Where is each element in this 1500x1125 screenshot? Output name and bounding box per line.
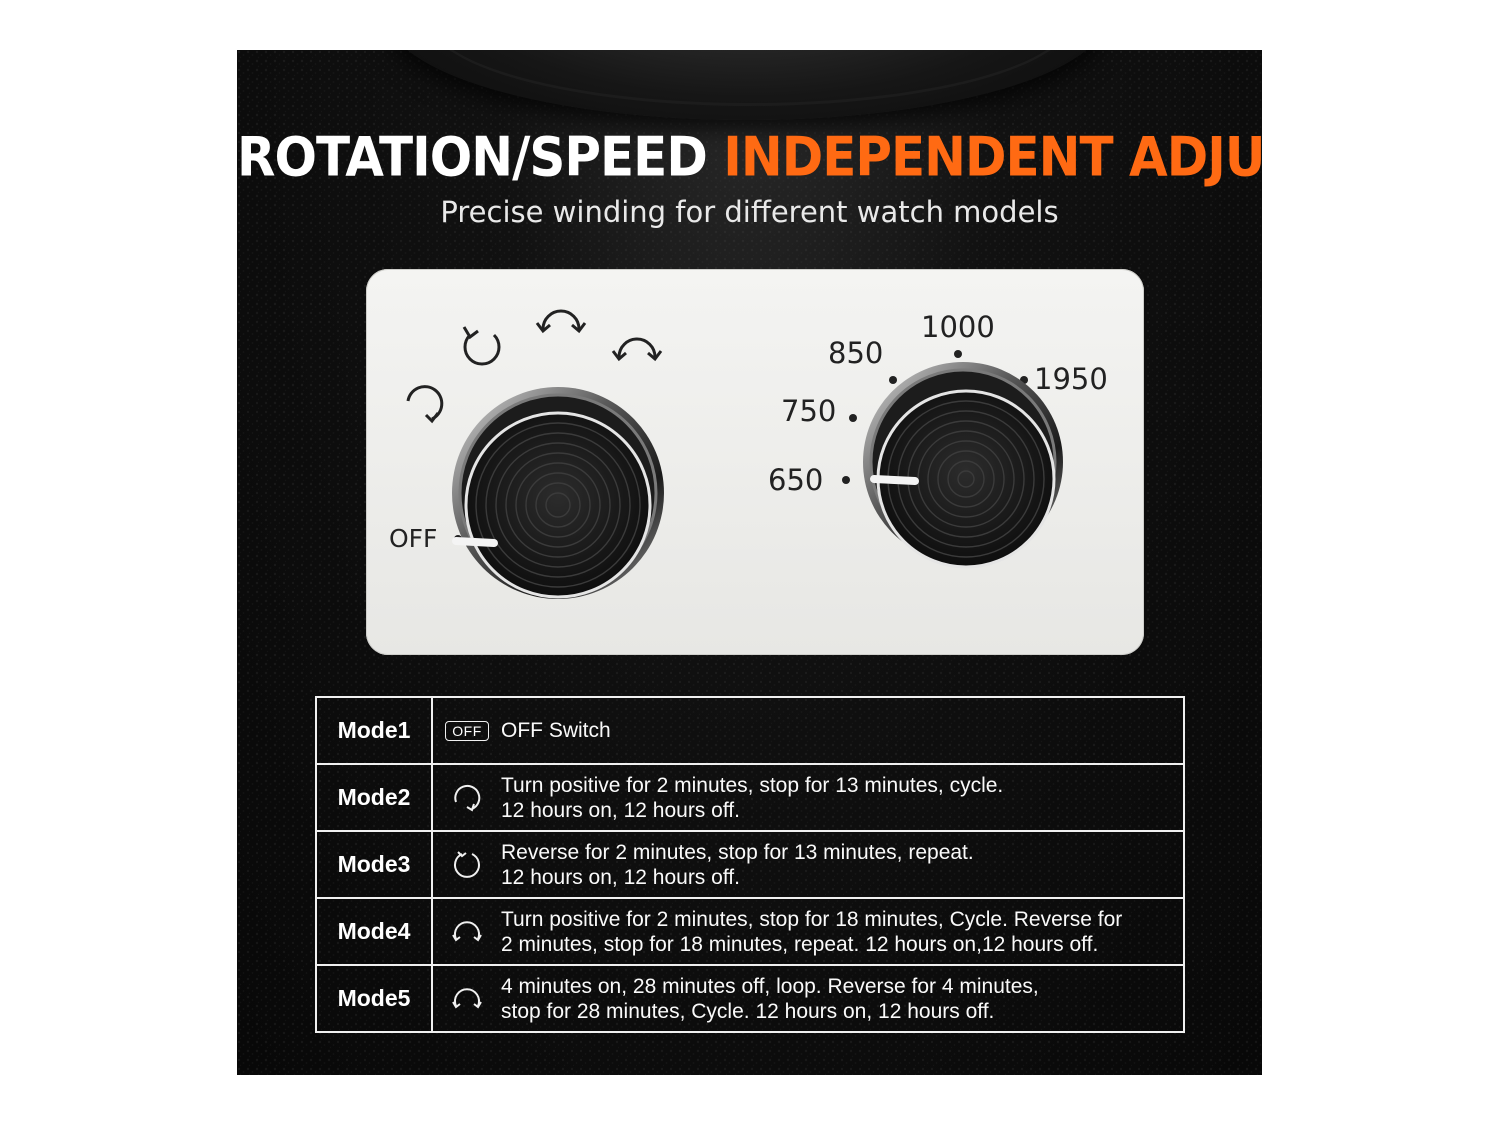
table-row: Mode1 OFF OFF Switch xyxy=(315,696,1185,765)
product-panel: ROTATION/SPEED INDEPENDENT ADJUSTMENT Pr… xyxy=(237,50,1262,1075)
speed-knob-indicator xyxy=(870,475,919,485)
table-row: Mode2 Turn positive for 2 minutes, stop … xyxy=(315,763,1185,832)
mode-description: 4 minutes on, 28 minutes off, loop. Reve… xyxy=(431,964,1185,1033)
mode-description-line: Reverse for 2 minutes, stop for 13 minut… xyxy=(501,840,974,864)
speed-dial[interactable]: 650 750 850 1000 1950 xyxy=(768,310,1108,569)
clockwise-rotation-icon xyxy=(454,784,481,811)
headline-part2: INDEPENDENT ADJUSTMENT xyxy=(723,125,1262,189)
table-row: Mode3 Reverse for 2 minutes, stop for 13… xyxy=(315,830,1185,899)
mode-description-line: 12 hours on, 12 hours off. xyxy=(501,798,740,822)
mode-name: Mode5 xyxy=(315,964,433,1033)
mode2-clockwise-icon xyxy=(406,385,444,424)
mode-description-line: Turn positive for 2 minutes, stop for 18… xyxy=(501,907,1123,931)
speed-label-750: 750 xyxy=(781,394,836,428)
off-badge-icon: OFF xyxy=(445,720,489,741)
mode5-bidirectional-icon xyxy=(611,337,663,362)
mode-name: Mode3 xyxy=(315,830,433,899)
mode-description-line: 12 hours on, 12 hours off. xyxy=(501,865,740,889)
mode-description: Turn positive for 2 minutes, stop for 13… xyxy=(431,763,1185,832)
mode3-counterclockwise-icon xyxy=(462,326,501,366)
subtitle: Precise winding for different watch mode… xyxy=(440,195,1059,229)
mode-dial[interactable]: OFF xyxy=(389,309,664,599)
mode4-bidirectional-icon xyxy=(535,309,587,334)
off-label: OFF xyxy=(389,524,437,553)
mode-description-line: 2 minutes, stop for 18 minutes, repeat. … xyxy=(501,932,1099,956)
mode-description-line: 4 minutes on, 28 minutes off, loop. Reve… xyxy=(501,974,1039,998)
speed-label-1000: 1000 xyxy=(921,310,995,344)
table-row: Mode5 4 minutes on, 28 minutes off, loop… xyxy=(315,964,1185,1033)
mode-description: Reverse for 2 minutes, stop for 13 minut… xyxy=(431,830,1185,899)
mode-name: Mode4 xyxy=(315,897,433,966)
headline-part1: ROTATION/SPEED xyxy=(237,125,708,189)
speed-label-1950: 1950 xyxy=(1034,362,1108,396)
mode-description: Turn positive for 2 minutes, stop for 18… xyxy=(431,897,1185,966)
control-plate: OFF 650 750 850 1000 1950 xyxy=(366,269,1144,655)
mode-knob[interactable] xyxy=(464,411,652,599)
mode-name: Mode1 xyxy=(315,696,433,765)
mode-description-line: OFF Switch xyxy=(501,719,611,742)
speed-label-850: 850 xyxy=(828,336,883,370)
headline: ROTATION/SPEED INDEPENDENT ADJUSTMENT xyxy=(237,126,1262,189)
counterclockwise-rotation-icon xyxy=(454,850,480,878)
mode-description-line: Turn positive for 2 minutes, stop for 13… xyxy=(501,773,1004,797)
mode-description: OFF OFF Switch xyxy=(431,696,1185,765)
mode-name: Mode2 xyxy=(315,763,433,832)
mode-table: Mode1 OFF OFF Switch Mode2 Tur xyxy=(315,696,1185,1033)
mode-knob-indicator xyxy=(452,537,498,547)
speed-label-650: 650 xyxy=(768,463,823,497)
bidirectional-rotation-icon xyxy=(452,920,482,941)
table-row: Mode4 Turn positive for 2 minutes, stop … xyxy=(315,897,1185,966)
bidirectional-rotation-icon xyxy=(452,987,482,1008)
mode-description-line: stop for 28 minutes, Cycle. 12 hours on,… xyxy=(501,999,995,1023)
